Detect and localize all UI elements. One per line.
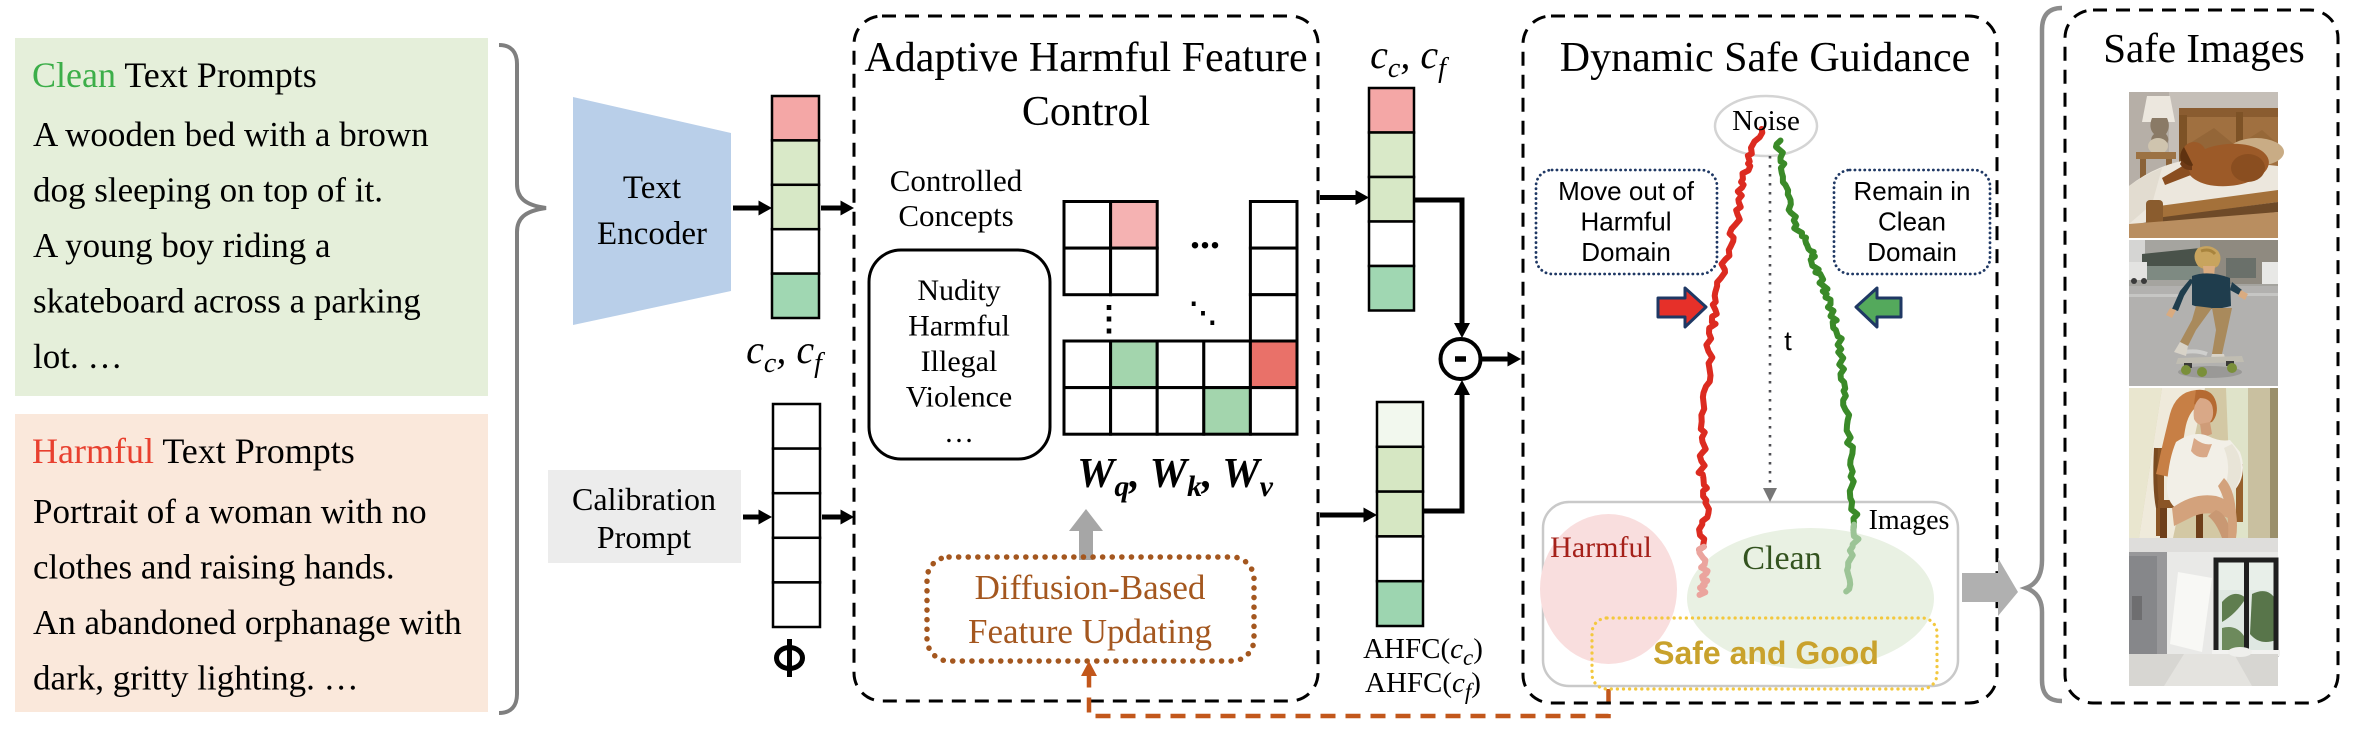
- svg-text:...: ...: [1190, 212, 1220, 257]
- svg-text:…: …: [944, 416, 974, 449]
- svg-text:Illegal: Illegal: [921, 345, 998, 378]
- svg-text:Clean Text Prompts: Clean Text Prompts: [32, 55, 317, 95]
- svg-text:lot. …: lot. …: [33, 337, 122, 376]
- svg-text:A young boy riding a: A young boy riding a: [33, 226, 331, 265]
- svg-text:Controlled: Controlled: [890, 163, 1023, 198]
- svg-text:Control: Control: [1022, 89, 1150, 135]
- svg-text:Safe Images: Safe Images: [2103, 25, 2305, 71]
- svg-text:Diffusion-Based: Diffusion-Based: [975, 568, 1206, 607]
- svg-text:Text: Text: [623, 170, 681, 206]
- svg-text:skateboard across a parking: skateboard across a parking: [33, 282, 421, 321]
- svg-text:Harmful: Harmful: [908, 310, 1010, 343]
- svg-text:dark, gritty lighting. …: dark, gritty lighting. …: [33, 659, 359, 698]
- svg-text:Portrait of a woman with no: Portrait of a woman with no: [33, 492, 427, 531]
- svg-text:Harmful Text Prompts: Harmful Text Prompts: [32, 431, 355, 471]
- svg-text:Images: Images: [1869, 505, 1950, 536]
- svg-text:Move out of: Move out of: [1558, 176, 1695, 206]
- svg-text:Wq, Wk, Wv: Wq, Wk, Wv: [1077, 451, 1274, 503]
- svg-text:Dynamic Safe Guidance: Dynamic Safe Guidance: [1560, 35, 1971, 81]
- svg-text:An abandoned orphanage with: An abandoned orphanage with: [33, 603, 462, 642]
- svg-text:Violence: Violence: [906, 381, 1012, 414]
- svg-text:Clean: Clean: [1742, 540, 1821, 577]
- svg-text:Adaptive Harmful Feature: Adaptive Harmful Feature: [864, 35, 1307, 81]
- svg-text:⋮: ⋮: [1092, 301, 1126, 338]
- svg-text:Prompt: Prompt: [597, 519, 691, 555]
- svg-text:Clean: Clean: [1878, 207, 1946, 237]
- svg-text:Harmful: Harmful: [1580, 207, 1671, 237]
- svg-text:AHFC(cc): AHFC(cc): [1363, 633, 1483, 670]
- svg-text:Concepts: Concepts: [898, 198, 1013, 233]
- svg-text:clothes and raising hands.: clothes and raising hands.: [33, 548, 395, 587]
- svg-text:t: t: [1784, 326, 1792, 356]
- svg-text:Calibration: Calibration: [572, 481, 716, 517]
- svg-text:dog sleeping on top of it.: dog sleeping on top of it.: [33, 171, 383, 210]
- svg-text:cc, cf: cc, cf: [746, 327, 825, 379]
- svg-text:Safe and Good: Safe and Good: [1653, 635, 1879, 671]
- svg-text:Remain in: Remain in: [1853, 176, 1970, 206]
- svg-text:Feature Updating: Feature Updating: [968, 612, 1212, 651]
- svg-text:Nudity: Nudity: [917, 274, 1000, 307]
- svg-text:⋱: ⋱: [1189, 298, 1217, 329]
- svg-text:cc, cf: cc, cf: [1370, 32, 1449, 84]
- svg-text:Noise: Noise: [1732, 105, 1800, 137]
- svg-text:A wooden bed with a brown: A wooden bed with a brown: [33, 115, 429, 154]
- svg-text:Encoder: Encoder: [597, 216, 707, 252]
- svg-text:Harmful: Harmful: [1550, 531, 1652, 564]
- svg-text:Domain: Domain: [1867, 237, 1957, 267]
- svg-text:AHFC(cf): AHFC(cf): [1365, 667, 1481, 704]
- svg-text:Domain: Domain: [1581, 237, 1671, 267]
